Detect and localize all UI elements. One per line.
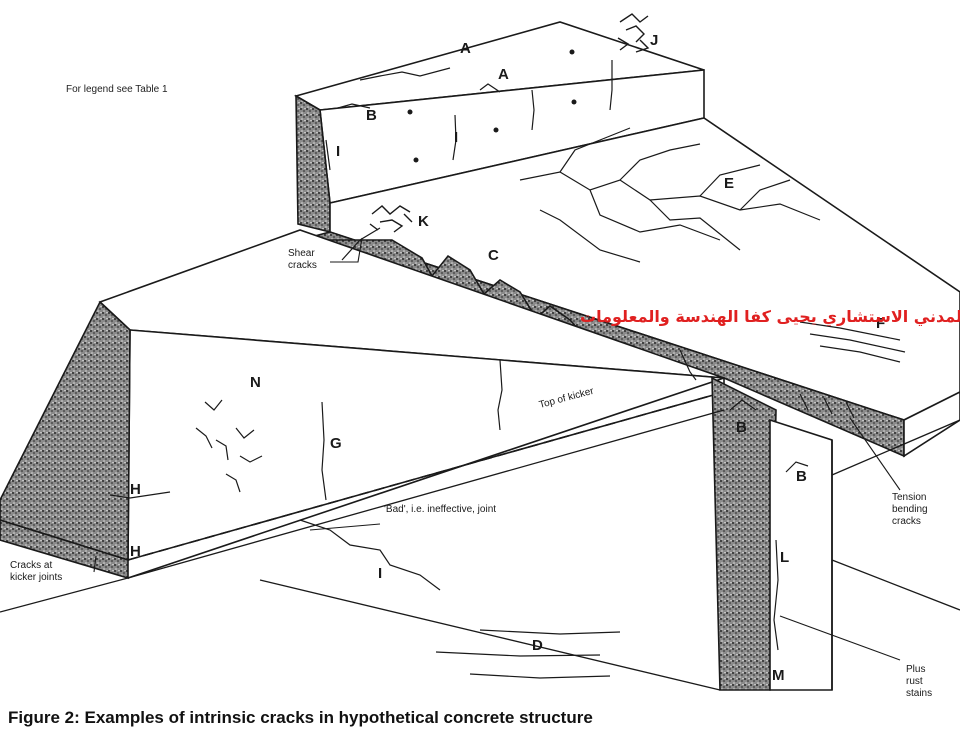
upper-wall — [293, 21, 705, 234]
kicker-joints-label-1: Cracks at — [10, 560, 52, 571]
label-H2: H — [130, 543, 141, 560]
shear-cracks-label-1: Shear — [288, 248, 315, 259]
label-H1: H — [130, 481, 141, 498]
tension-label-2: bending — [892, 504, 928, 515]
ground-lines — [0, 409, 960, 691]
crazing-J — [617, 13, 650, 53]
rust-stains-label-1: Plus — [906, 664, 925, 675]
label-C: C — [488, 247, 499, 264]
label-I1: I — [336, 143, 340, 160]
label-B3: B — [796, 468, 807, 485]
leader-lines — [93, 237, 901, 661]
letter-labels: A A J B I I E K C F N G B B H H I L D M — [130, 32, 885, 684]
label-L: L — [780, 549, 789, 566]
label-A1: A — [460, 40, 471, 57]
kicker-joints-label-2: kicker joints — [10, 572, 62, 583]
lower-beam — [0, 229, 725, 580]
label-A2: A — [498, 66, 509, 83]
watermark-text: المهندس المدني الاستشاري يحيى كفا الهندس… — [580, 307, 960, 327]
label-F: F — [876, 315, 885, 332]
tension-label-3: cracks — [892, 516, 921, 527]
crazing-K — [369, 205, 413, 233]
label-D: D — [532, 637, 543, 654]
label-N: N — [250, 374, 261, 391]
tension-label-1: Tension — [892, 492, 926, 503]
crack-marks — [109, 60, 906, 679]
label-K: K — [418, 213, 429, 230]
column — [711, 376, 833, 691]
rust-stains-label-2: rust — [906, 676, 923, 687]
rust-stains-label-3: stains — [906, 688, 932, 699]
label-I2: I — [454, 129, 458, 146]
label-B1: B — [366, 107, 377, 124]
shear-cracks-label-2: cracks — [288, 260, 317, 271]
label-E: E — [724, 175, 734, 192]
legend-note: For legend see Table 1 — [66, 84, 168, 95]
label-I3: I — [378, 565, 382, 582]
label-J: J — [650, 32, 658, 49]
label-B2: B — [736, 419, 747, 436]
wall-dots — [407, 49, 577, 163]
bad-joint-label: 'Bad', i.e. ineffective, joint — [384, 504, 496, 515]
label-G: G — [330, 435, 342, 452]
label-M: M — [772, 667, 785, 684]
figure-caption: Figure 2: Examples of intrinsic cracks i… — [8, 708, 593, 727]
